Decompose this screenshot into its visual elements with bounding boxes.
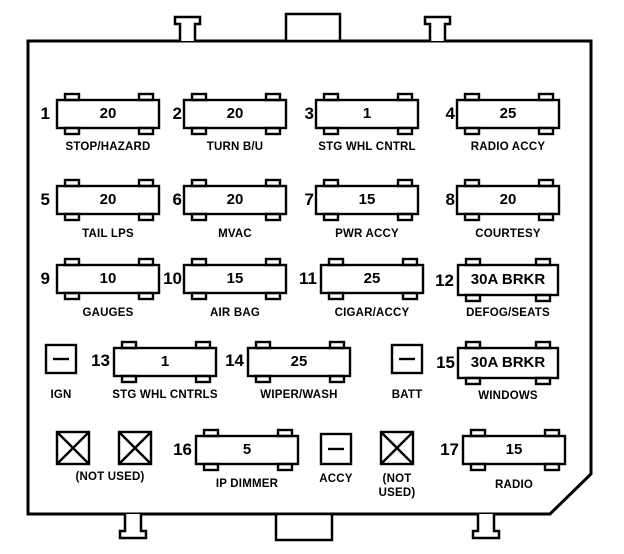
fuse-2-number: 2 (172, 104, 182, 123)
fuse-11-label: CIGAR/ACCY (334, 307, 410, 319)
fuse-2-rating: 20 (226, 105, 244, 122)
fuse-16-rating: 5 (242, 441, 252, 458)
fuse-13-rating: 1 (160, 353, 170, 370)
fuse-11-rating: 25 (363, 270, 381, 287)
small-fuse-accy-label: ACCY (319, 473, 353, 485)
fuse-9-rating: 10 (99, 270, 117, 287)
fuse-13-number: 13 (91, 351, 110, 370)
fuse-6-body (182, 178, 288, 222)
unused-slot-label: (NOT USED) (75, 471, 145, 483)
fuse-8-body (455, 178, 561, 222)
fuse-13-body (112, 340, 218, 384)
fuse-6-number: 6 (172, 190, 182, 209)
fuse-2-body (182, 92, 288, 136)
unused-slot-1-body (55, 430, 91, 466)
fuse-8-label: COURTESY (475, 228, 541, 240)
fuse-13-label: STG WHL CNTRLS (112, 389, 218, 401)
fuse-1-body (55, 92, 161, 136)
fuse-17-body (461, 428, 567, 472)
fuse-3-rating: 1 (362, 105, 372, 122)
fuse-5-number: 5 (40, 190, 50, 209)
fuse-9-label: GAUGES (82, 307, 134, 319)
fuse-15-body (456, 340, 560, 386)
small-fuse-batt-body (390, 343, 424, 375)
fuse-3-body (314, 92, 420, 136)
small-fuse-batt-label: BATT (391, 389, 423, 401)
fuse-12-body (456, 257, 560, 303)
fuse-11-number: 11 (299, 269, 317, 288)
fuse-7-number: 7 (304, 190, 314, 209)
fuse-4-number: 4 (445, 104, 455, 123)
small-fuse-ign-label: IGN (50, 389, 72, 401)
fuse-7-label: PWR ACCY (335, 228, 399, 240)
fuse-1-number: 1 (40, 104, 50, 123)
fuse-11-body (319, 257, 425, 301)
fuse-9-body (55, 257, 161, 301)
fuse-5-body (55, 178, 161, 222)
fuse-2-label: TURN B/U (206, 141, 264, 153)
fuse-15-rating: 30A BRKR (470, 354, 546, 371)
fuse-15-label: WINDOWS (478, 390, 538, 402)
fuse-8-number: 8 (445, 190, 455, 209)
fuse-7-body (314, 178, 420, 222)
unused-slot-label-line1: (NOT (382, 473, 412, 485)
fuse-1-label: STOP/HAZARD (65, 141, 151, 153)
fuse-15-number: 15 (436, 353, 455, 372)
fuse-12-number: 12 (435, 271, 454, 290)
fuse-16-label: IP DIMMER (215, 478, 279, 490)
fuse-4-label: RADIO ACCY (470, 141, 546, 153)
small-fuse-ign-body (44, 343, 78, 375)
unused-slot-3-body (379, 430, 415, 466)
fuse-14-body (246, 340, 352, 384)
fuse-block-outline (26, 39, 593, 516)
fuse-10-number: 10 (163, 269, 182, 288)
fuse-5-rating: 20 (99, 191, 117, 208)
fuse-14-rating: 25 (290, 353, 308, 370)
fuse-16-body (194, 428, 300, 472)
fuse-3-number: 3 (304, 104, 314, 123)
fuse-14-number: 14 (225, 351, 244, 370)
fuse-16-number: 16 (173, 440, 192, 459)
top-mounting-tabs (173, 12, 452, 43)
fuse-17-label: RADIO (494, 479, 534, 491)
fuse-9-number: 9 (40, 269, 50, 288)
unused-slot-label-line2: USED) (378, 487, 416, 499)
fuse-1-rating: 20 (99, 105, 117, 122)
fuse-12-label: DEFOG/SEATS (466, 307, 550, 319)
fuse-6-label: MVAC (218, 228, 252, 240)
small-fuse-accy-body (319, 432, 353, 466)
unused-slot-2-body (117, 430, 153, 466)
fuse-4-rating: 25 (499, 105, 517, 122)
bottom-mounting-tabs (118, 512, 501, 542)
fuse-14-label: WIPER/WASH (260, 389, 338, 401)
fuse-10-rating: 15 (226, 270, 244, 287)
fuse-8-rating: 20 (499, 191, 517, 208)
fuse-7-rating: 15 (358, 191, 376, 208)
fuse-10-label: AIR BAG (210, 307, 260, 319)
fuse-5-label: TAIL LPS (82, 228, 134, 240)
fuse-12-rating: 30A BRKR (470, 271, 546, 288)
fuse-17-number: 17 (440, 440, 459, 459)
fuse-10-body (182, 257, 288, 301)
fuse-6-rating: 20 (226, 191, 244, 208)
fuse-4-body (455, 92, 561, 136)
fuse-3-label: STG WHL CNTRL (318, 141, 416, 153)
fuse-17-rating: 15 (505, 441, 523, 458)
